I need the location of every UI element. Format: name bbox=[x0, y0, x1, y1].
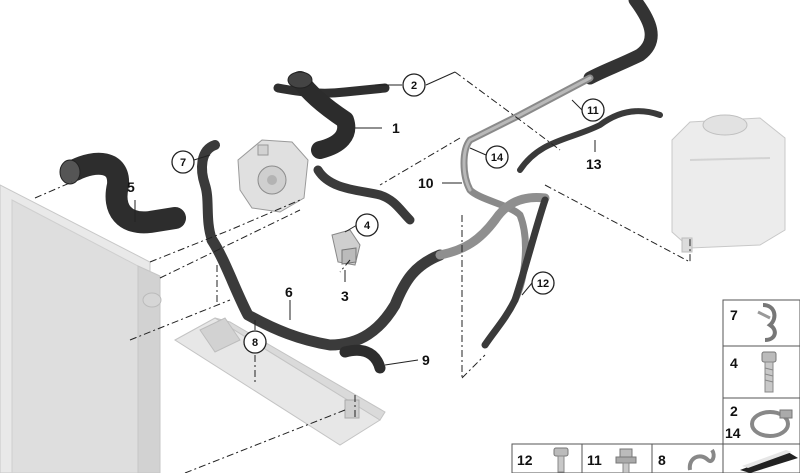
legend-item-8: 8 bbox=[658, 452, 666, 468]
hoses bbox=[59, 0, 663, 374]
legend-item-11: 11 bbox=[587, 452, 602, 468]
hose-symbol-icon bbox=[740, 450, 798, 473]
legend-item-7: 7 bbox=[730, 307, 738, 323]
callout-leaders bbox=[134, 71, 596, 366]
legend-item-4: 4 bbox=[730, 355, 738, 371]
callout-8-label: 8 bbox=[252, 337, 258, 349]
bolt-icon bbox=[761, 351, 777, 393]
callout-14-label: 14 bbox=[491, 152, 504, 164]
screw-nut-icon bbox=[615, 448, 637, 473]
callout-11-label: 11 bbox=[587, 105, 599, 117]
water-pump bbox=[237, 139, 309, 213]
screw-icon bbox=[553, 447, 569, 473]
callout-3: 3 bbox=[341, 288, 349, 304]
callout-12: 12 bbox=[531, 271, 555, 295]
callout-13: 13 bbox=[586, 156, 602, 172]
callout-5: 5 bbox=[127, 179, 135, 195]
callout-11: 11 bbox=[581, 98, 605, 122]
bracket-3 bbox=[331, 229, 361, 266]
callout-2: 2 bbox=[402, 73, 426, 97]
expansion-tank bbox=[671, 114, 786, 253]
callout-4: 4 bbox=[355, 213, 379, 237]
callout-12-label: 12 bbox=[537, 278, 549, 290]
callout-4-label: 4 bbox=[364, 220, 371, 232]
callout-9: 9 bbox=[422, 352, 430, 368]
legend-item-14: 14 bbox=[725, 425, 741, 441]
parts-legend: 7 4 2 14 12 11 8 bbox=[511, 299, 800, 473]
spring-clip-icon bbox=[687, 448, 716, 471]
legend-item-2: 2 bbox=[730, 403, 738, 419]
dashed-leaders bbox=[34, 71, 691, 473]
radiator bbox=[0, 184, 162, 473]
callout-6: 6 bbox=[285, 284, 293, 300]
callout-1: 1 bbox=[392, 120, 400, 136]
hose-clamp-icon bbox=[750, 409, 793, 438]
legend-item-12: 12 bbox=[517, 452, 533, 468]
clip-icon bbox=[757, 303, 777, 342]
callout-7-label: 7 bbox=[180, 157, 186, 169]
callout-7: 7 bbox=[171, 150, 195, 174]
callout-8: 8 bbox=[243, 330, 267, 354]
callout-2-label: 2 bbox=[411, 80, 417, 92]
callout-10: 10 bbox=[418, 175, 434, 191]
callout-14: 14 bbox=[485, 145, 509, 169]
